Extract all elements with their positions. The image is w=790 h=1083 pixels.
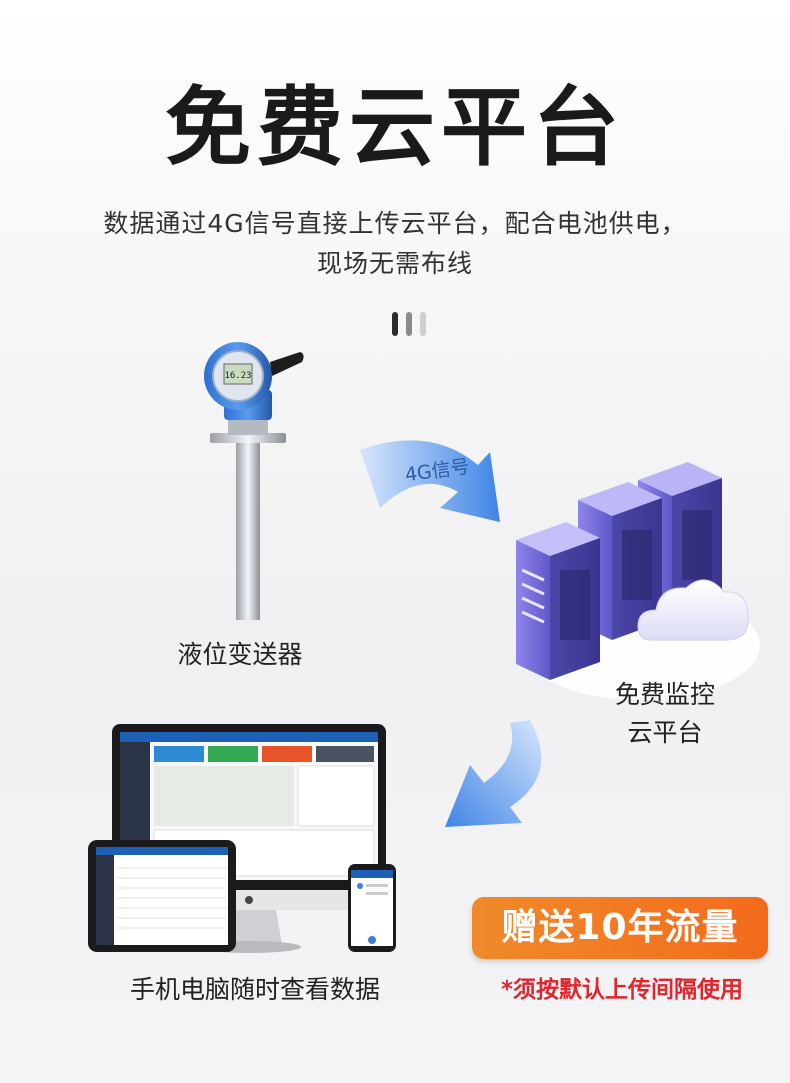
level-transmitter-image: 16.23 bbox=[204, 342, 304, 620]
probe-rod bbox=[236, 440, 260, 620]
tablet-image bbox=[88, 840, 236, 952]
cloud-icon bbox=[637, 579, 749, 641]
page-title: 免费云平台 bbox=[165, 78, 625, 178]
server-rack bbox=[516, 522, 600, 680]
promo-note: *须按默认上传间隔使用 bbox=[500, 977, 744, 1003]
flange-neck bbox=[228, 418, 268, 435]
apple-logo-icon bbox=[245, 896, 253, 904]
indicator-bar bbox=[420, 312, 426, 336]
antenna bbox=[270, 352, 304, 376]
data-arrow-icon bbox=[445, 720, 542, 827]
slide-indicator bbox=[392, 312, 432, 336]
cloud-server-image bbox=[516, 462, 760, 700]
signal-arrow-icon bbox=[360, 440, 500, 522]
phone-image bbox=[348, 864, 396, 952]
devices-label: 手机电脑随时查看数据 bbox=[129, 975, 380, 1004]
flange bbox=[210, 433, 286, 443]
subtitle-line-1: 数据通过4G信号直接上传云平台，配合电池供电， bbox=[103, 209, 687, 238]
sensor-label: 液位变送器 bbox=[177, 640, 303, 669]
subtitle-line-2: 现场无需布线 bbox=[316, 249, 473, 278]
cloud-label-line-2: 云平台 bbox=[627, 718, 703, 747]
promo-badge: 赠送10年流量 bbox=[472, 897, 768, 959]
display-value: 16.23 bbox=[224, 371, 251, 381]
cloud-label: 免费监控 云平台 bbox=[590, 676, 740, 752]
indicator-bar bbox=[392, 312, 398, 336]
cloud-label-line-1: 免费监控 bbox=[614, 680, 715, 709]
indicator-bar bbox=[406, 312, 412, 336]
